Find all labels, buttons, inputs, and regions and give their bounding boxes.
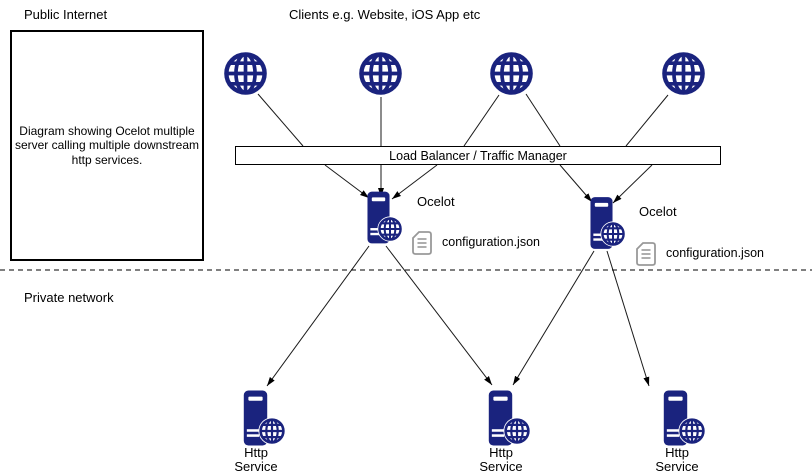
server-globe-icon — [258, 417, 286, 445]
private-network-label: Private network — [24, 290, 114, 305]
globe-icon — [222, 50, 269, 97]
server-globe-icon — [678, 417, 706, 445]
globe-icon — [488, 50, 535, 97]
gateway-label: Ocelot — [639, 204, 677, 219]
server-globe-icon — [377, 216, 403, 242]
config-file-label: configuration.json — [442, 235, 540, 249]
load-balancer-label: Load Balancer / Traffic Manager — [389, 148, 567, 163]
service-label: Http Service — [479, 445, 523, 474]
server-globe-icon — [503, 417, 531, 445]
load-balancer-box: Load Balancer / Traffic Manager — [235, 146, 721, 165]
config-file-label: configuration.json — [666, 246, 764, 260]
server-globe-icon — [600, 221, 626, 247]
document-icon — [412, 231, 432, 255]
service-label: Http Service — [234, 445, 278, 474]
gateway-label: Ocelot — [417, 194, 455, 209]
description-text: Diagram showing Ocelot multiple server c… — [14, 124, 200, 167]
public-internet-label: Public Internet — [24, 7, 108, 22]
globe-icon — [660, 50, 707, 97]
globe-icon — [357, 50, 404, 97]
description-box: Diagram showing Ocelot multiple server c… — [10, 30, 204, 261]
service-label: Http Service — [655, 445, 699, 474]
document-icon — [636, 242, 656, 266]
clients-label: Clients e.g. Website, iOS App etc — [289, 7, 481, 22]
